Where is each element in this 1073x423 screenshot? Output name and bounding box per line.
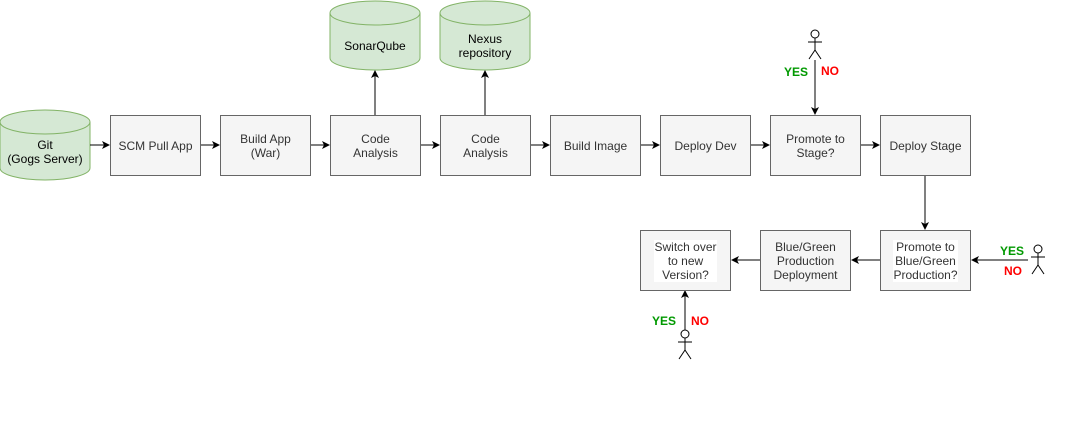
code-analysis-step-1: Code Analysis	[330, 115, 421, 176]
switch-yes-label: YES	[652, 314, 677, 328]
scm-pull-step: SCM Pull App	[110, 115, 201, 176]
switch-over-step: Switch over to new Version?	[640, 230, 731, 291]
stage-no-label: NO	[821, 64, 839, 78]
approver-switch-actor-icon	[678, 329, 692, 360]
deploy-dev-step: Deploy Dev	[660, 115, 751, 176]
build-app-step: Build App (War)	[220, 115, 311, 176]
promote-stage-step: Promote to Stage?	[770, 115, 861, 176]
sonarqube-database-shape	[329, 0, 421, 71]
code-analysis-step-2: Code Analysis	[440, 115, 531, 176]
switch-no-label: NO	[691, 314, 709, 328]
bg-yes-label: YES	[1000, 244, 1025, 258]
stage-yes-label: YES	[784, 65, 809, 79]
deploy-stage-step: Deploy Stage	[880, 115, 971, 176]
bg-no-label: NO	[1004, 264, 1022, 278]
approver-bg-actor-icon	[1031, 244, 1045, 275]
build-image-step: Build Image	[550, 115, 641, 176]
switch-over-label: Switch over to new Version?	[654, 239, 717, 282]
git-database-shape	[0, 109, 91, 181]
git-label: Git (Gogs Server)	[7, 138, 83, 166]
sonarqube-label: SonarQube	[344, 39, 406, 53]
nexus-database-shape	[439, 0, 531, 71]
approver-stage-actor-icon	[808, 29, 822, 60]
promote-bg-label: Promote to Blue/Green Production?	[893, 239, 958, 282]
bg-deployment-step: Blue/Green Production Deployment	[760, 230, 851, 291]
nexus-label: Nexus repository	[458, 32, 512, 60]
promote-bg-step: Promote to Blue/Green Production?	[880, 230, 971, 291]
